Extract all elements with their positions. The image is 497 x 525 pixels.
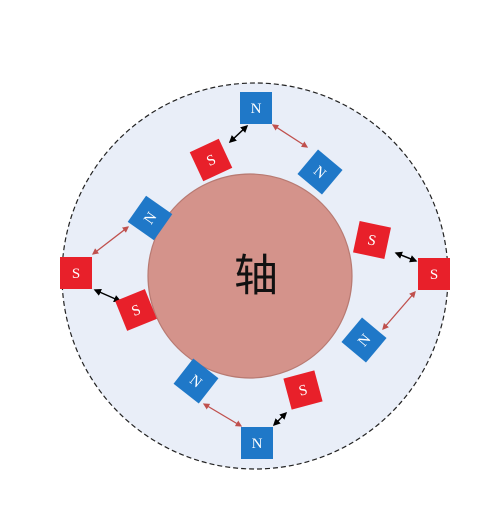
magnet-left-upper-n: N [127,195,173,241]
magnet-left-lower-s: S [115,289,157,331]
magnet-right-s: S [418,258,450,290]
link-left-lower [93,288,122,303]
magnet-label: S [297,382,309,400]
magnet-bottom-left-n: N [173,358,219,404]
link-top-right [271,124,309,148]
link-bottom-right [272,411,288,427]
magnet-label: S [366,232,377,249]
magnet-left-s: S [60,257,92,289]
magnet-top-n: N [240,92,272,124]
magnet-label: N [251,101,262,117]
magnet-right-lower-n: N [341,317,387,363]
link-right-upper [394,251,418,263]
magnet-bottom-n: N [241,427,273,459]
magnet-top-left-s: S [189,138,233,182]
shaft-label: 轴 [234,251,278,302]
magnet-label: S [72,266,80,282]
link-top-left [228,124,249,144]
shaft [147,173,353,379]
link-left-upper [91,226,130,255]
magnet-right-upper-s: S [353,221,391,259]
link-right-lower [382,291,416,330]
connector-arrows [91,124,418,427]
magnet-label: S [430,267,438,283]
magnet-label: N [252,436,263,452]
link-bottom-left [202,403,243,427]
magnet-bottom-right-s: S [283,370,323,410]
magnet-top-right-n: N [297,149,343,195]
